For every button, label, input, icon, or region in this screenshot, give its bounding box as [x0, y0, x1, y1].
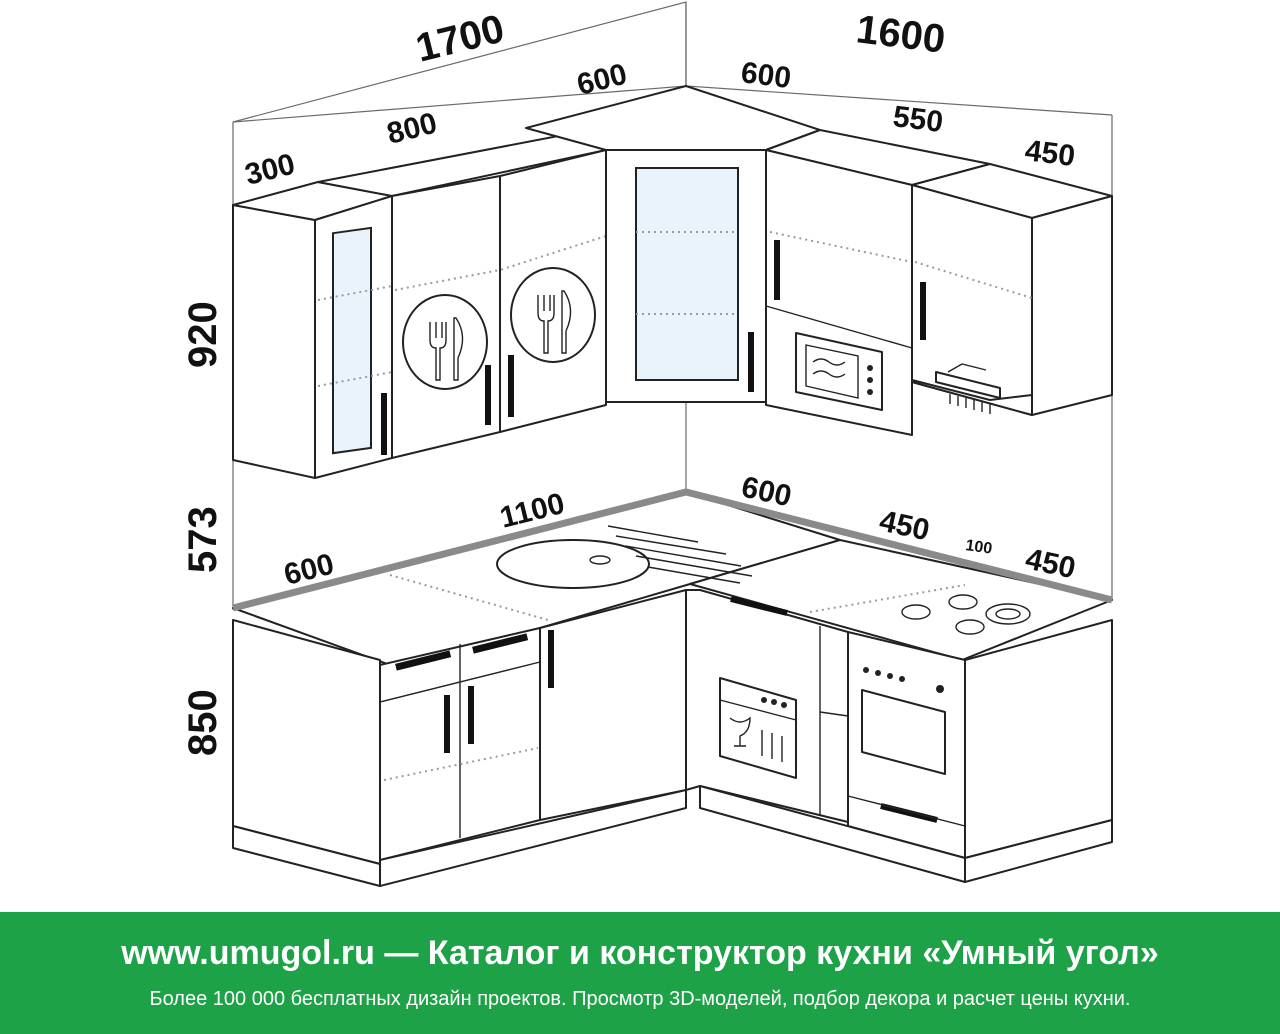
dimension-labels: 1700 1600 300 800 600 600 550 450 920 57…: [181, 7, 1078, 756]
dim-upper-800: 800: [384, 107, 441, 151]
dim-upper-corner-left: 600: [574, 58, 631, 102]
oven-icon: [847, 667, 966, 827]
footer-banner: www.umugol.ru — Каталог и конструктор ку…: [0, 912, 1280, 1034]
range-hood-icon: [911, 363, 1033, 416]
dim-height-base: 850: [181, 689, 225, 756]
fork-knife-icon: [402, 294, 488, 390]
dim-height-gap: 573: [181, 506, 225, 573]
fork-knife-icon: [510, 267, 596, 363]
footer-title-link[interactable]: www.umugol.ru — Каталог и конструктор ку…: [121, 934, 1159, 972]
upper-corner-cabinet: [525, 85, 821, 403]
dim-upper-450: 450: [1023, 134, 1077, 173]
dim-upper-550: 550: [891, 100, 945, 139]
dim-upper-300: 300: [242, 148, 299, 192]
dim-upper-total-right: 1600: [854, 7, 948, 62]
microwave-icon: [795, 332, 883, 411]
dim-upper-corner-right: 600: [739, 56, 793, 95]
footer-subtitle: Более 100 000 бесплатных дизайн проектов…: [149, 988, 1131, 1010]
dim-counter-100: 100: [964, 537, 993, 558]
base-cabinets-left: [232, 589, 687, 887]
dishwasher-icon: [719, 677, 797, 779]
cooktop-icon: [901, 594, 1031, 635]
sink-icon: [496, 525, 753, 589]
dim-upper-total-left: 1700: [412, 7, 509, 71]
kitchen-drawing: 1700 1600 300 800 600 600 550 450 920 57…: [181, 1, 1113, 887]
dim-height-upper: 920: [181, 301, 225, 368]
